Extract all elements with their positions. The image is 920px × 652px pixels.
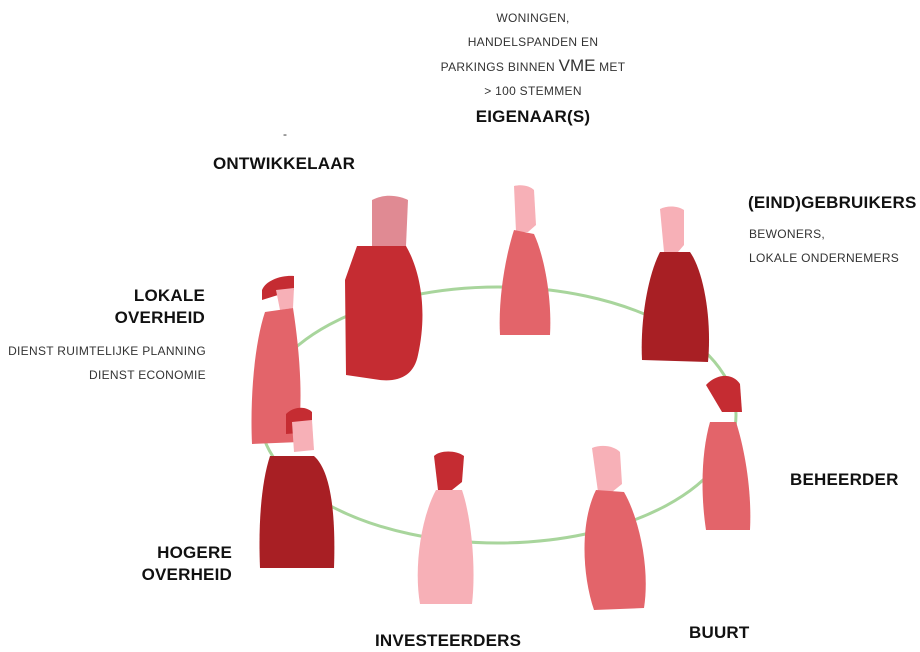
figure-ontwikkelaar [345,195,423,381]
hogere-overheid-label: HOGERE OVERHEID [120,542,232,586]
eigenaars-desc-line: HANDELSPANDEN EN [467,35,599,49]
eigenaars-desc-fragment: PARKINGS BINNEN [440,60,555,74]
hogere-overheid-label-line: OVERHEID [141,565,232,584]
lokale-overheid-description: DIENST RUIMTELIJKE PLANNING DIENST ECONO… [0,339,206,387]
ontwikkelaar-label: ONTWIKKELAAR [213,154,356,173]
investeerders-label: INVESTEERDERS [375,631,522,650]
vme-abbreviation: VME [558,56,596,75]
eigenaars-desc-fragment: MET [599,60,626,74]
eigenaars-desc-line: > 100 STEMMEN [484,84,582,98]
lokale-overheid-label: LOKALE OVERHEID [100,285,205,329]
lokale-overheid-label-line: LOKALE [133,286,205,305]
eigenaars-label: EIGENAAR(S) [475,107,591,126]
gebruikers-desc-line: LOKALE ONDERNEMERS [749,251,900,265]
buurt-label: BUURT [689,623,750,642]
beheerder-label: BEHEERDER [790,470,899,489]
figure-buurt [584,445,646,610]
lokale-overheid-desc-line: DIENST ECONOMIE [89,368,206,382]
eigenaars-desc-line: WONINGEN, [496,11,570,25]
lokale-overheid-desc-line: DIENST RUIMTELIJKE PLANNING [8,344,206,358]
lokale-overheid-label-line: OVERHEID [114,308,205,327]
figure-investeerders [417,451,474,604]
hogere-overheid-label-line: HOGERE [157,543,232,562]
figure-lokale-overheid [251,275,301,444]
eigenaars-description: WONINGEN, HANDELSPANDEN EN PARKINGS BINN… [420,6,646,103]
gebruikers-description: BEWONERS, LOKALE ONDERNEMERS [749,222,899,270]
figure-beheerder [702,375,751,530]
gebruikers-desc-line: BEWONERS, [749,227,826,241]
gebruikers-label: (EIND)GEBRUIKERS [748,193,917,212]
eigenaars-desc-line: PARKINGS BINNEN VME MET [420,54,646,79]
figure-gebruikers [641,206,710,362]
ontwikkelaar-dash: - [283,127,288,141]
figure-hogere-overheid [259,407,335,568]
figure-eigenaars [499,185,551,335]
